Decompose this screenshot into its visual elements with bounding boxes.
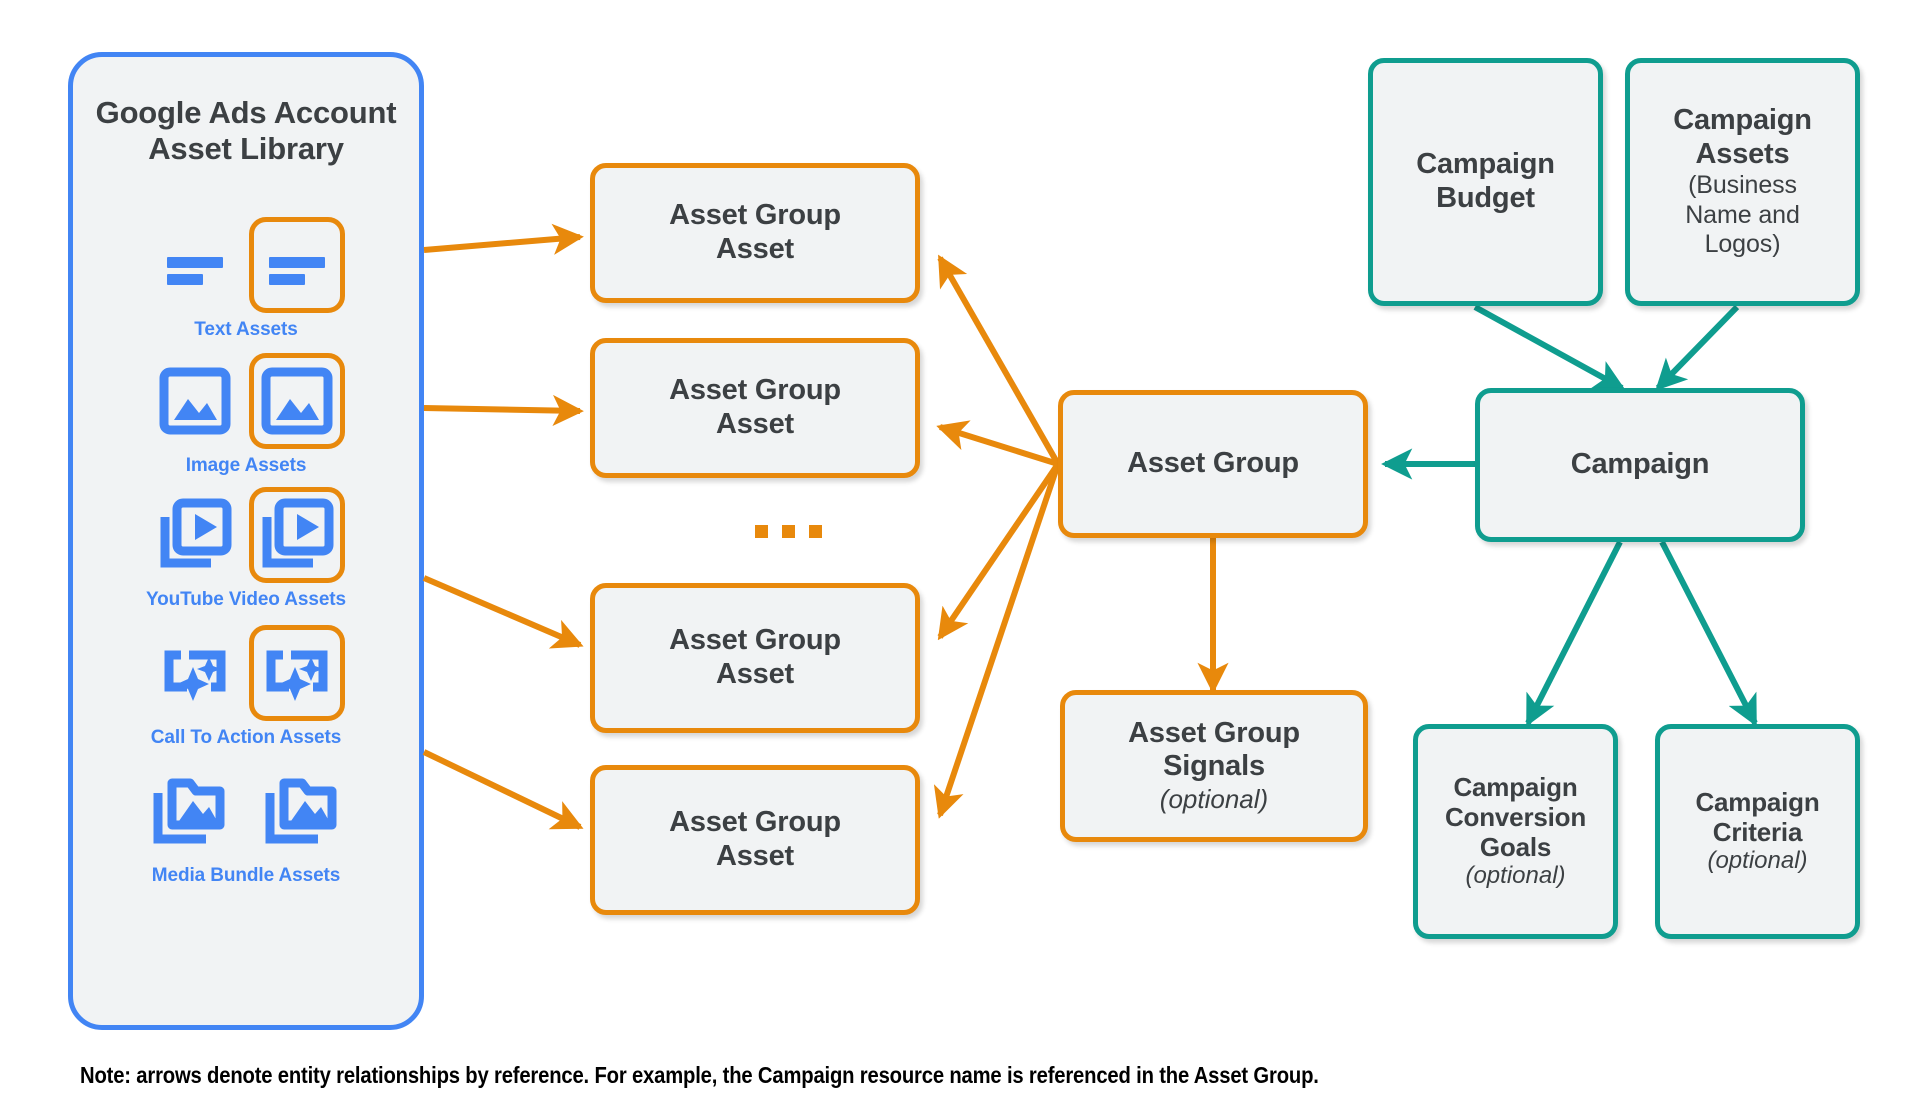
edge-video-assets-to-asset-group-asset-3 [422, 575, 584, 649]
campaign-criteria-line2: Criteria [1712, 817, 1803, 848]
asset-group-asset-box-3[interactable]: Asset Group Asset [590, 583, 920, 733]
edge-asset-group-to-asset-group-asset-2 [936, 420, 1059, 467]
asset-group-box[interactable]: Asset Group [1058, 390, 1368, 538]
edge-image-assets-to-asset-group-asset-2 [423, 394, 584, 427]
text-lines-icon [147, 217, 243, 313]
asset-row-call-to-action-assets[interactable]: Call To Action Assets [73, 625, 419, 749]
edge-asset-group-to-asset-group-asset-3 [937, 462, 1061, 641]
asset-row-youtube-video-assets[interactable]: YouTube Video Assets [73, 487, 419, 611]
video-play-stack-icon [147, 487, 243, 583]
asset-group-asset-3-line1: Asset Group [669, 624, 841, 657]
text-lines-icon-highlighted [249, 217, 345, 313]
asset-group-signals-line2: Signals [1163, 750, 1265, 783]
ellipsis-dot-1 [755, 525, 768, 538]
asset-group-signals-line1: Asset Group [1128, 716, 1300, 749]
media-bundle-folder-icon-2 [254, 763, 350, 859]
asset-library-title-line1: Google Ads Account [95, 95, 397, 130]
call-to-action-sparkle-icon [147, 625, 243, 721]
ellipsis-dot-3 [809, 525, 822, 538]
image-picture-icon [147, 353, 243, 449]
asset-row-label-text-assets: Text Assets [194, 319, 298, 340]
asset-group-asset-box-4[interactable]: Asset Group Asset [590, 765, 920, 915]
campaign-criteria-box[interactable]: Campaign Criteria (optional) [1655, 724, 1860, 939]
edge-cta-assets-to-asset-group-asset-4 [422, 749, 584, 830]
campaign-budget-box[interactable]: Campaign Budget [1368, 58, 1603, 306]
campaign-box[interactable]: Campaign [1475, 388, 1805, 542]
edge-campaign-budget-to-campaign [1473, 304, 1626, 391]
asset-group-signals-optional: (optional) [1159, 784, 1269, 815]
campaign-assets-sub1: (Business [1688, 171, 1797, 200]
campaign-assets-line1: Campaign [1673, 104, 1812, 137]
campaign-conversion-goals-optional: (optional) [1465, 862, 1566, 890]
edge-campaign-assets-to-campaign [1655, 304, 1740, 391]
campaign-conversion-goals-box[interactable]: Campaign Conversion Goals (optional) [1413, 724, 1618, 939]
campaign-conversion-goals-line3: Goals [1479, 832, 1552, 863]
edge-asset-group-to-asset-group-asset-4 [933, 463, 1061, 819]
campaign-assets-sub2: Name and [1685, 200, 1800, 229]
campaign-conversion-goals-line1: Campaign [1453, 771, 1578, 802]
campaign-budget-line1: Campaign [1416, 148, 1555, 181]
asset-group-signals-box[interactable]: Asset Group Signals (optional) [1060, 690, 1368, 842]
asset-row-text-assets[interactable]: Text Assets [73, 217, 419, 341]
asset-group-label: Asset Group [1127, 447, 1299, 480]
campaign-budget-line2: Budget [1436, 182, 1535, 214]
campaign-assets-sub3: Logos) [1704, 230, 1781, 259]
campaign-label: Campaign [1570, 448, 1710, 481]
asset-group-asset-ellipsis [755, 525, 822, 538]
asset-group-asset-3-line2: Asset [716, 658, 794, 690]
asset-group-asset-4-line2: Asset [716, 840, 794, 872]
asset-row-label-image-assets: Image Assets [185, 455, 307, 476]
asset-library-title-line2: Asset Library [148, 131, 344, 167]
edge-campaign-to-criteria [1659, 540, 1758, 727]
edge-campaign-to-conversion-goals [1525, 540, 1623, 727]
asset-group-asset-box-1[interactable]: Asset Group Asset [590, 163, 920, 303]
campaign-assets-box[interactable]: Campaign Assets (Business Name and Logos… [1625, 58, 1860, 306]
campaign-criteria-optional: (optional) [1707, 847, 1808, 875]
image-picture-icon-highlighted [249, 353, 345, 449]
asset-row-media-bundle-assets[interactable]: Media Bundle Assets [73, 763, 419, 887]
footnote-text: Note: arrows denote entity relationships… [80, 1062, 1319, 1088]
asset-library-title: Google Ads Account Asset Library [73, 95, 419, 168]
asset-library-panel: Google Ads Account Asset Library [68, 52, 424, 1030]
media-bundle-folder-icon [142, 763, 238, 859]
campaign-conversion-goals-line2: Conversion [1444, 802, 1587, 833]
asset-row-label-media-bundle-assets: Media Bundle Assets [151, 865, 341, 886]
video-play-stack-icon-highlighted [249, 487, 345, 583]
call-to-action-sparkle-icon-highlighted [249, 625, 345, 721]
asset-group-asset-2-line1: Asset Group [669, 374, 841, 407]
asset-group-asset-1-line2: Asset [716, 233, 794, 265]
asset-row-label-youtube-video-assets: YouTube Video Assets [145, 589, 346, 610]
asset-group-asset-1-line1: Asset Group [669, 199, 841, 232]
edge-text-assets-to-asset-group-asset-1 [423, 223, 584, 255]
asset-group-asset-2-line2: Asset [716, 408, 794, 440]
edge-asset-group-to-asset-group-asset-1 [937, 254, 1061, 466]
asset-row-label-call-to-action-assets: Call To Action Assets [150, 727, 342, 748]
campaign-assets-line2: Assets [1695, 137, 1790, 170]
campaign-criteria-line1: Campaign [1695, 786, 1820, 817]
asset-row-image-assets[interactable]: Image Assets [73, 353, 419, 477]
asset-group-asset-box-2[interactable]: Asset Group Asset [590, 338, 920, 478]
asset-group-asset-4-line1: Asset Group [669, 806, 841, 839]
ellipsis-dot-2 [782, 525, 795, 538]
